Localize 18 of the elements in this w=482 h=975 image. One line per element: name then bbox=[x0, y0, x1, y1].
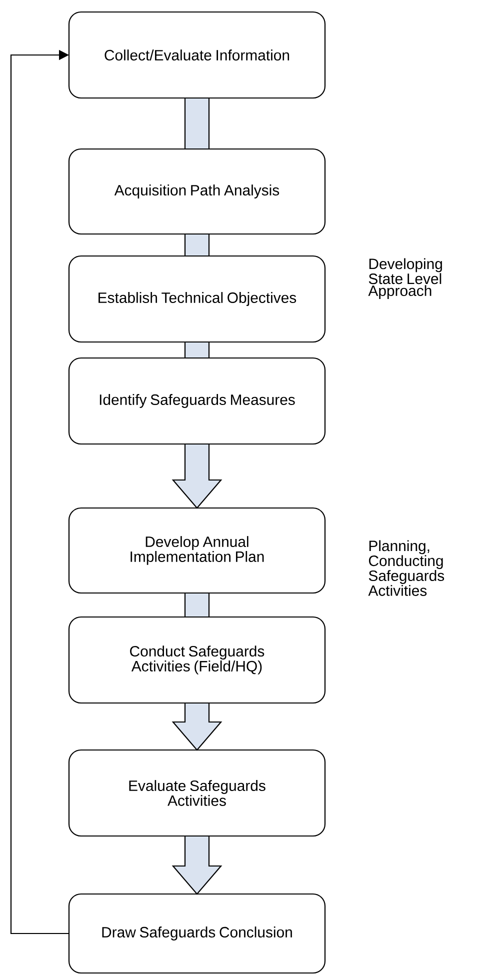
arrow bbox=[10, 50, 69, 934]
block-arrow bbox=[172, 443, 222, 509]
block-arrow bbox=[172, 835, 222, 895]
process-box: Collect/Evaluate Information bbox=[68, 11, 326, 99]
block-arrow bbox=[172, 702, 222, 751]
connector-bar bbox=[184, 341, 210, 359]
process-box: Develop Annual Implementation Plan bbox=[68, 507, 326, 594]
connector-bar bbox=[184, 233, 210, 257]
process-box: Evaluate Safeguards Activities bbox=[68, 749, 326, 837]
connector-bar bbox=[184, 97, 210, 150]
side-note: Developing State Level Approach bbox=[368, 258, 442, 299]
process-box: Conduct Safeguards Activities (Field/HQ) bbox=[68, 616, 326, 704]
side-note: Planning, Conducting Safeguards Activities bbox=[368, 540, 444, 596]
process-box: Draw Safeguards Conclusion bbox=[68, 893, 326, 974]
process-box: Acquisition Path Analysis bbox=[68, 148, 326, 235]
connector-bar bbox=[184, 592, 210, 618]
process-box: Identify Safeguards Measures bbox=[68, 357, 326, 445]
process-box: Establish Technical Objectives bbox=[68, 255, 326, 343]
